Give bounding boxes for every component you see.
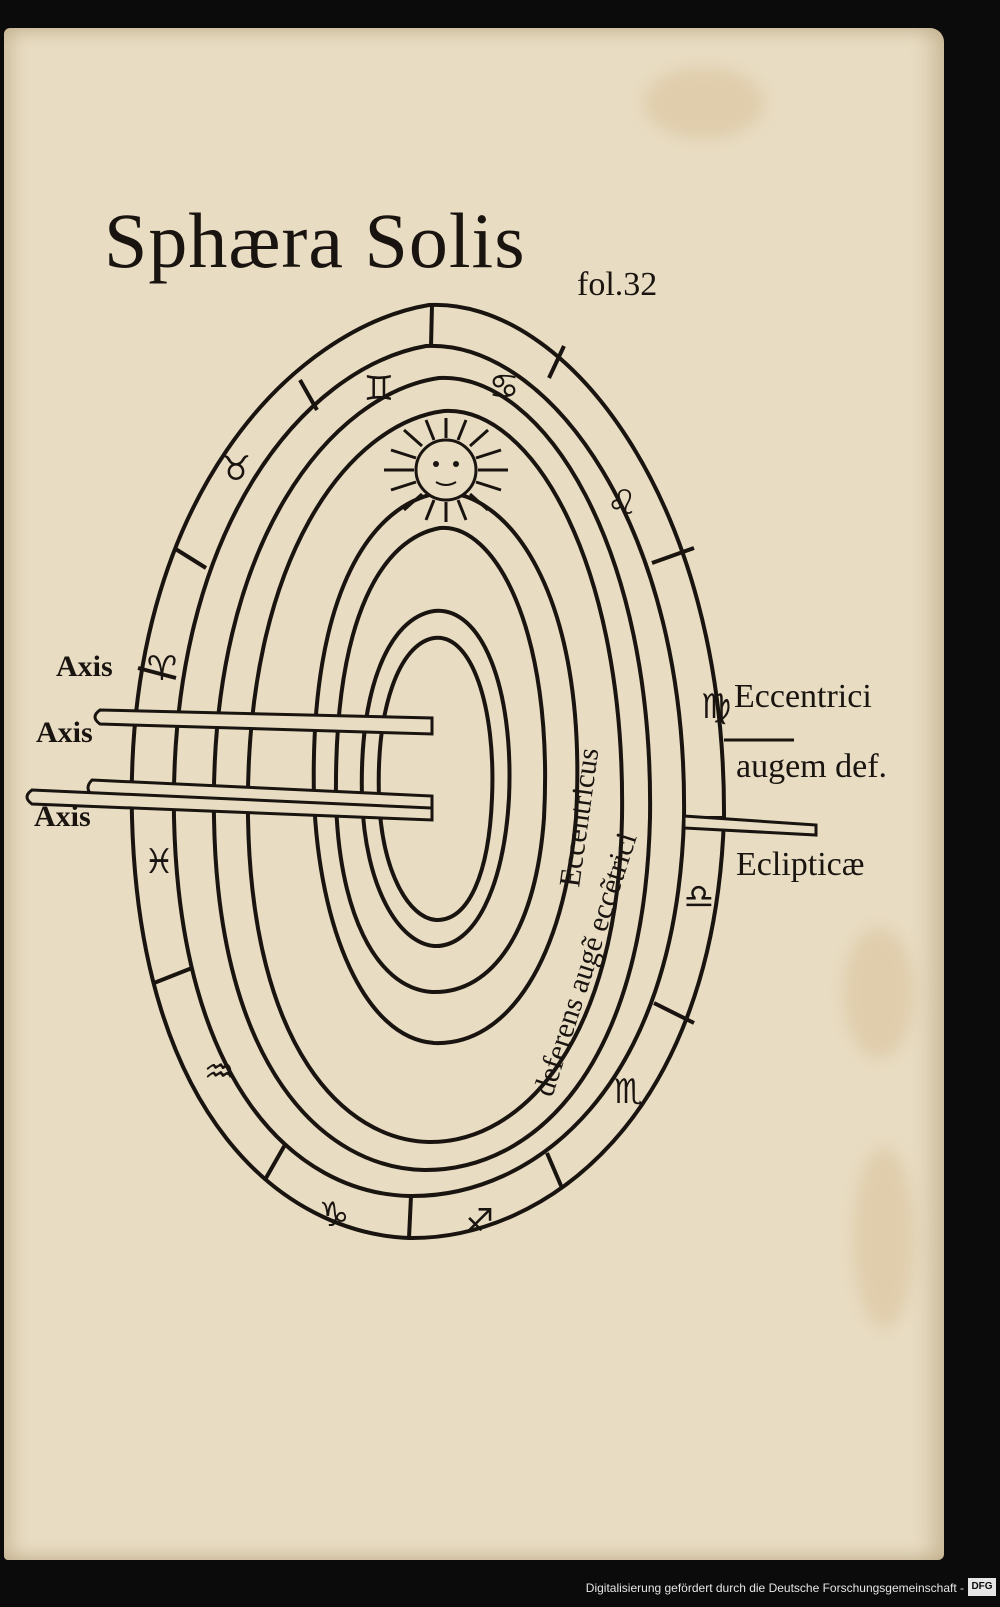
book-page: Sphæra Solis fol.32 xyxy=(4,28,944,1560)
zodiac-divider xyxy=(137,666,177,680)
zodiac-sign-aries: ♈ xyxy=(147,649,177,689)
center-sphere-outer xyxy=(359,608,512,949)
zodiac-divider xyxy=(429,304,434,347)
zodiac-sign-gemini: ♊ xyxy=(364,369,394,409)
eclipticae-label: Eclipticæ xyxy=(736,846,865,883)
zodiac-divider xyxy=(298,379,319,411)
zodiac-sign-cancer: ♋ xyxy=(489,367,519,407)
paper-stain xyxy=(844,928,914,1058)
zodiac-divider xyxy=(547,345,566,379)
deferens-sphere-outer xyxy=(211,375,653,1173)
zodiac-sign-capricorn: ♑ xyxy=(319,1195,349,1235)
paper-stain xyxy=(644,68,764,138)
zodiac-sign-scorpio: ♏ xyxy=(614,1072,644,1112)
deferens-sphere-inner xyxy=(245,408,625,1145)
zodiac-sign-taurus: ♉ xyxy=(221,449,251,489)
zodiac-sign-virgo: ♍ xyxy=(701,687,731,727)
zodiac-sign-sagittarius: ♐ xyxy=(464,1202,494,1242)
footer: Digitalisierung gefördert durch die Deut… xyxy=(0,1575,1000,1601)
dfg-logo: DFG xyxy=(968,1578,996,1596)
zodiac-divider xyxy=(172,546,208,570)
augem-def-label: augem def. xyxy=(736,748,888,785)
axis-label-1: Axis xyxy=(56,650,113,683)
zodiac-sign-leo: ♌ xyxy=(607,483,637,523)
axis-label-2: Axis xyxy=(36,716,93,749)
zodiac-divider xyxy=(264,1142,288,1179)
folio-number: fol.32 xyxy=(577,266,658,303)
sun-face-icon xyxy=(384,418,508,522)
axis-label-3: Axis xyxy=(34,800,91,833)
zodiac-sign-aquarius: ♒ xyxy=(204,1052,234,1092)
center-sphere-inner xyxy=(376,635,495,923)
zodiac-sign-pisces: ♓ xyxy=(144,842,174,882)
zodiac-divider xyxy=(651,546,695,565)
eccentric-sphere-inner xyxy=(333,525,547,995)
axis-rod-lower xyxy=(25,788,434,822)
eccentric-sphere-outer xyxy=(311,490,580,1046)
page-title: Sphæra Solis xyxy=(104,197,526,284)
zodiac-divider xyxy=(545,1152,564,1189)
ecliptic-axis-rod xyxy=(682,814,818,837)
zodiac-sign-libra: ♎ xyxy=(684,877,714,917)
eccentrici-label: Eccentrici xyxy=(734,678,872,715)
sphaera-solis-diagram: ♊ ♋ ♌ ♍ ♎ ♏ ♐ ♑ ♒ ♓ ♈ ♉ Eccentricus defe… xyxy=(25,302,818,1242)
footer-credit: Digitalisierung gefördert durch die Deut… xyxy=(585,1581,964,1595)
eccentricus-label: Eccentricus xyxy=(553,746,605,889)
paper-stain xyxy=(854,1148,914,1328)
axis-rod-upper xyxy=(93,708,434,736)
zodiac-divider xyxy=(407,1195,413,1239)
zodiac-divider xyxy=(653,1001,695,1025)
zodiac-divider xyxy=(153,966,193,985)
